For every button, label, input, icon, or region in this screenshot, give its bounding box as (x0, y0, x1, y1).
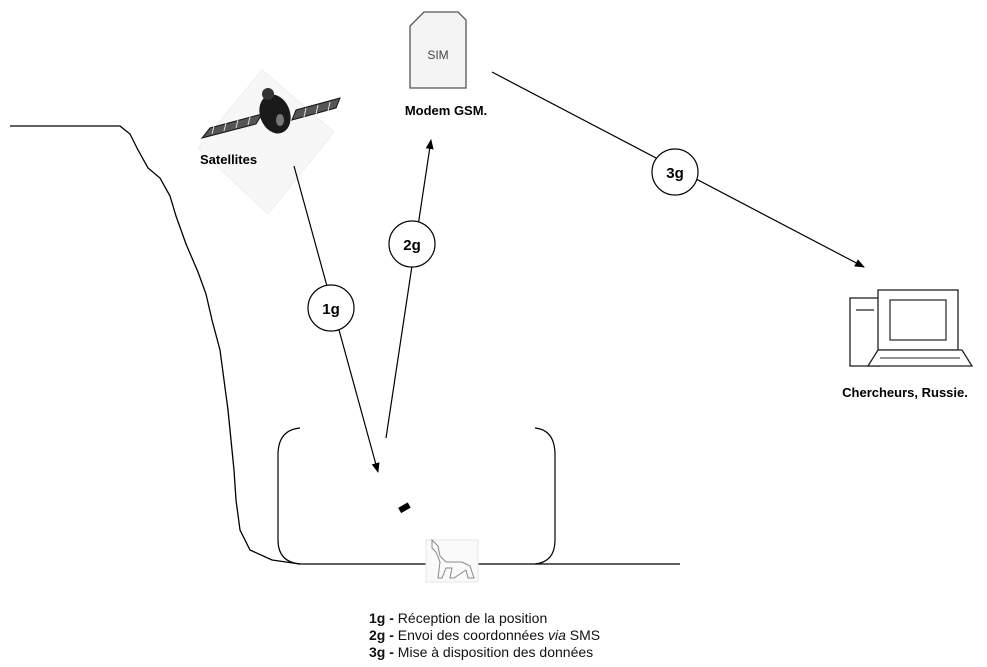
satellite-icon (197, 69, 341, 215)
sim-card-icon: SIM (409, 11, 467, 89)
collar-device (398, 502, 411, 514)
legend-step-id: 3g (369, 644, 386, 660)
legend-step-desc-emphasis: via (548, 627, 566, 643)
step-circle-2g: 2g (388, 220, 436, 268)
step-circle-3g: 3g (651, 148, 699, 196)
wolf-icon (425, 538, 479, 583)
step-label-1g: 1g (322, 301, 340, 318)
legend: 1g - Réception de la position 2g - Envoi… (369, 610, 600, 661)
step-circle-1g: 1g (307, 284, 355, 332)
terrain-line (10, 125, 680, 565)
satellite-label: Satellites (200, 152, 257, 167)
legend-step-id: 1g (369, 610, 386, 626)
zone-bracket-left (277, 427, 301, 565)
legend-separator: - (385, 627, 398, 643)
modem-label: Modem GSM. (405, 103, 487, 118)
zone-bracket-right (534, 427, 556, 565)
legend-item-2g: 2g - Envoi des coordonnées via SMS (369, 627, 600, 644)
legend-step-desc: Réception de la position (397, 610, 548, 626)
computer-icon (849, 289, 974, 367)
sim-card-text: SIM (427, 48, 448, 62)
researchers-label: Chercheurs, Russie. (842, 385, 968, 400)
arrow-2g (385, 139, 434, 439)
legend-separator: - (385, 610, 398, 626)
step-label-2g: 2g (403, 237, 421, 254)
legend-separator: - (385, 644, 398, 660)
legend-item-1g: 1g - Réception de la position (369, 610, 600, 627)
legend-step-desc-end: SMS (565, 627, 601, 643)
legend-item-3g: 3g - Mise à disposition des données (369, 644, 600, 661)
legend-step-desc: Envoi des coordonnées (397, 627, 549, 643)
step-label-3g: 3g (666, 165, 684, 182)
legend-step-desc: Mise à disposition des données (397, 644, 594, 660)
legend-step-id: 2g (369, 627, 386, 643)
